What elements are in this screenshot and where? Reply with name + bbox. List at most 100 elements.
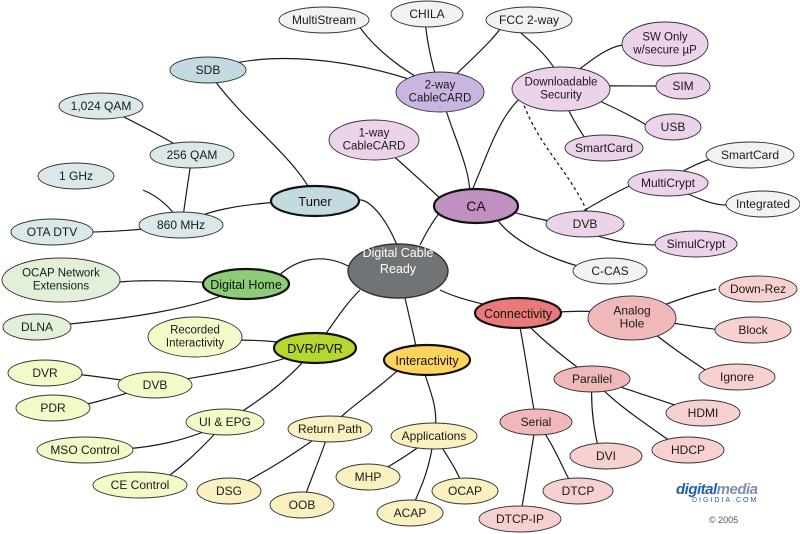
label-hdmi: HDMI [688,406,719,420]
label-dtcp-ip: DTCP-IP [496,512,544,526]
label-ce-control: CE Control [111,478,170,492]
node-serial [499,408,573,436]
hub-dvr-pvr-label: DVR/PVR [287,342,343,356]
node-dlna [2,313,72,341]
node-sw-only [621,21,709,67]
hub-digital-home-label: Digital Home [210,278,282,292]
node-block [714,316,792,344]
label-serial: Serial [521,415,552,429]
label-usb: USB [661,120,686,134]
label-mso-control: MSO Control [50,443,119,457]
node-1way-cablecard [328,119,420,161]
hub-tuner: Tuner [269,184,361,218]
node-fcc-2way [485,6,573,34]
node-ota-dtv [10,218,94,246]
hub-connectivity-label: Connectivity [484,307,553,321]
node-smartcard-right [705,141,795,169]
hub-digital-home: Digital Home [201,267,291,301]
node-applications [390,422,478,450]
node-dsg [196,477,262,505]
hub-ca: CA [432,187,520,225]
label-ui-epg: UI & EPG [199,415,251,429]
node-dvb-dvr [117,371,193,399]
label-integrated: Integrated [736,197,790,211]
node-usb [644,113,702,141]
label-dsg: DSG [216,484,242,498]
logo-subtext: DIGIDIA.COM [692,497,759,504]
hub-interactivity-label: Interactivity [395,354,459,368]
node-acap [376,499,444,527]
node-1024-qam [58,92,144,120]
label-dlna: DLNA [21,320,53,334]
digitalmedia-logo: digitalmedia DIGIDIA.COM [676,481,792,504]
node-dvb-ca [545,210,625,238]
label-860-mhz: 860 MHz [157,218,205,232]
node-down-rez [718,275,798,303]
node-ignore [698,363,776,391]
node-mhp [335,463,401,491]
label-ignore: Ignore [720,370,754,384]
node-downloadable-security [511,66,611,112]
node-dvr [7,359,83,387]
node-dtcp-ip [478,505,562,533]
label-dvb-dvr: DVB [143,378,168,392]
node-2way-cablecard [395,71,485,113]
label-dvr: DVR [32,366,58,380]
node-1ghz [37,162,115,190]
node-oob [269,491,335,519]
label-sdb: SDB [196,63,221,77]
node-parallel [553,365,631,393]
label-dvb-ca: DVB [573,217,598,231]
label-simulcrypt: SimulCrypt [667,237,726,251]
node-multicrypt [627,169,709,197]
label-parallel: Parallel [572,372,612,386]
label-fcc-2way: FCC 2-way [499,13,559,27]
dashed-connector [521,99,591,219]
label-pdr: PDR [40,401,66,415]
label-dtcp: DTCP [562,484,595,498]
label-return-path: Return Path [298,422,362,436]
node-integrated [725,190,800,218]
label-chila: CHILA [409,7,444,21]
label-multistream: MultiStream [292,13,356,27]
label-oob: OOB [289,498,316,512]
label-mhp: MHP [355,470,382,484]
label-dvi: DVI [596,449,616,463]
node-sdb [169,56,247,84]
hub-tuner-label: Tuner [298,194,332,209]
node-simulcrypt [654,230,738,258]
label-block: Block [738,323,768,337]
label-hdcp: HDCP [671,443,705,457]
node-pdr [15,394,91,422]
node-smartcard-top [564,134,644,162]
node-ocap-network [1,257,121,303]
label-c-cas: C-CAS [591,264,628,278]
hub-interactivity: Interactivity [382,343,472,377]
label-smartcard-right: SmartCard [721,148,779,162]
logo-text-b: media [716,481,758,498]
label-1024-qam: 1,024 QAM [71,99,132,113]
node-c-cas [572,257,648,285]
label-multicrypt: MultiCrypt [641,176,696,190]
node-ui-epg [185,408,265,436]
node-dtcp [542,477,614,505]
label-smartcard-top: SmartCard [575,141,633,155]
node-sim [655,72,711,100]
node-ce-control [92,471,188,499]
node-mso-control [36,436,134,464]
node-dvi [569,442,643,470]
label-1ghz: 1 GHz [59,169,93,183]
node-chila [390,0,464,28]
node-ocap [431,477,499,505]
node-hdcp [651,436,725,464]
label-ocap: OCAP [448,484,482,498]
label-ota-dtv: OTA DTV [27,225,77,239]
